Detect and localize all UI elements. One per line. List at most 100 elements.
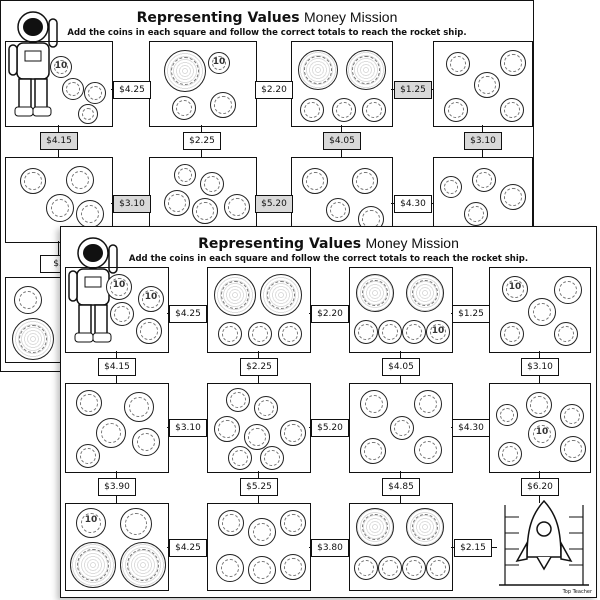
coin-square (207, 267, 311, 353)
coin-icon (136, 318, 162, 344)
coin-icon (500, 184, 526, 210)
total-label: $2.20 (311, 305, 349, 323)
coin-icon (210, 92, 236, 118)
coin-icon (192, 198, 218, 224)
coin-icon (414, 436, 442, 464)
coin-icon (560, 436, 586, 462)
coin-icon (500, 50, 526, 76)
coin-icon (356, 274, 394, 312)
coin-icon (354, 556, 378, 580)
coin-icon (214, 416, 240, 442)
coin-icon (360, 390, 388, 418)
coin-icon (226, 388, 250, 412)
total-label: $5.20 (311, 419, 349, 437)
coin-icon (378, 320, 402, 344)
worksheet-instructions: Add the coins in each square and follow … (67, 28, 467, 38)
total-label: $4.25 (169, 539, 207, 557)
total-label: $4.30 (452, 419, 490, 437)
coin-icon (352, 168, 378, 194)
coin-icon (124, 392, 154, 422)
coin-square (433, 41, 533, 127)
coin-icon (12, 318, 54, 360)
coin-square: 10 (5, 41, 113, 127)
total-label: $4.05 (323, 132, 361, 150)
coin-icon (298, 50, 338, 90)
coin-icon (248, 556, 276, 584)
coin-icon (172, 96, 196, 120)
total-label: $4.15 (40, 132, 78, 150)
coin-icon (446, 52, 470, 76)
coin-icon (248, 518, 276, 546)
coin-square (207, 383, 311, 473)
coin-icon: 10 (106, 274, 132, 300)
coin-icon (280, 554, 306, 580)
total-label: $3.10 (464, 132, 502, 150)
coin-icon (528, 298, 556, 326)
coin-icon: 10 (502, 276, 528, 302)
coin-square (291, 41, 393, 127)
coin-square: 10 (65, 503, 169, 591)
coin-icon (120, 508, 152, 540)
total-label: $3.80 (311, 539, 349, 557)
coin-icon (132, 428, 160, 456)
coin-icon (346, 50, 386, 90)
coin-icon (444, 98, 468, 122)
coin-icon (280, 420, 306, 446)
coin-icon (496, 404, 518, 426)
coin-icon (244, 424, 270, 450)
coin-icon (214, 274, 256, 316)
coin-icon (406, 508, 444, 546)
worksheet-front: Representing Values Money Mission Add th… (60, 226, 597, 598)
coin-icon (280, 510, 306, 536)
coin-icon (260, 446, 284, 470)
total-label: $3.10 (521, 358, 559, 376)
coin-icon (302, 168, 328, 194)
total-label: $4.30 (394, 195, 432, 213)
coin-icon (20, 168, 46, 194)
coin-icon (70, 542, 116, 588)
coin-icon (526, 392, 552, 418)
coin-square: 10 10 (65, 267, 169, 353)
coin-icon (120, 542, 166, 588)
coin-icon (216, 554, 244, 582)
coin-icon (224, 194, 250, 220)
coin-icon (560, 404, 584, 428)
coin-icon (326, 198, 350, 222)
coin-icon (66, 166, 94, 194)
coin-icon (356, 508, 394, 546)
coin-icon (498, 442, 522, 466)
coin-icon (78, 104, 98, 124)
coin-square: 10 (149, 41, 257, 127)
coin-icon: 10 (76, 508, 106, 538)
coin-icon (378, 556, 402, 580)
coin-square (349, 383, 453, 473)
total-label: $1.25 (452, 305, 490, 323)
coin-square (349, 503, 453, 591)
coin-icon (500, 98, 524, 122)
coin-icon (14, 286, 42, 314)
coin-icon (554, 322, 578, 346)
coin-icon (472, 168, 496, 192)
total-label: $2.20 (255, 81, 293, 99)
coin-icon (390, 416, 414, 440)
coin-icon (62, 78, 84, 100)
total-label: $3.10 (169, 419, 207, 437)
total-label: $2.25 (183, 132, 221, 150)
astronaut-icon (8, 11, 58, 117)
coin-icon (164, 50, 206, 92)
coin-square (65, 383, 169, 473)
coin-icon (46, 194, 74, 222)
coin-icon (248, 322, 272, 346)
total-label: $5.25 (240, 478, 278, 496)
coin-square: 10 (349, 267, 453, 353)
coin-icon (110, 302, 134, 326)
coin-icon (426, 556, 450, 580)
coin-icon (362, 98, 386, 122)
coin-icon (414, 390, 442, 418)
coin-icon (360, 438, 386, 464)
brand-label: Top Teacher (562, 589, 592, 595)
coin-icon (406, 274, 444, 312)
coin-icon (402, 320, 426, 344)
coin-icon (164, 190, 190, 216)
coin-square: 10 (489, 267, 591, 353)
